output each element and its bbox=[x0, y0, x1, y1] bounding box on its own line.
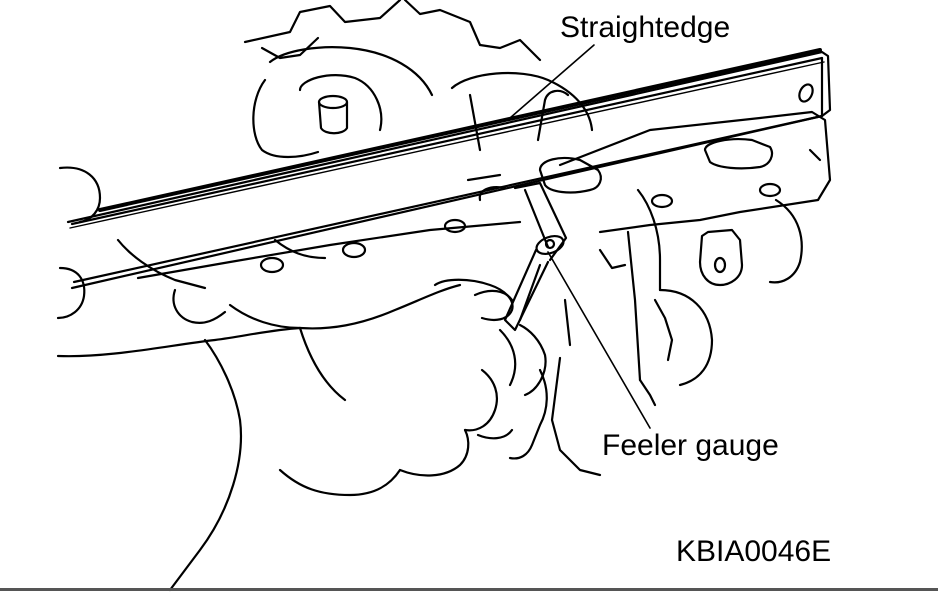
feeler-gauge-leader-line bbox=[547, 251, 651, 429]
feeler-gauge-label: Feeler gauge bbox=[602, 429, 779, 462]
figure-code: KBIA0046E bbox=[676, 535, 832, 568]
cylinder-head-casting bbox=[116, 0, 803, 477]
straightedge-bar bbox=[66, 48, 832, 290]
straightedge-leader-line bbox=[509, 44, 595, 119]
straightedge-label: Straightedge bbox=[560, 11, 731, 44]
flange-surface bbox=[136, 110, 832, 287]
hand bbox=[56, 166, 548, 592]
feeler-gauge-blade bbox=[503, 181, 568, 332]
bottom-divider bbox=[0, 588, 938, 591]
leader-lines bbox=[509, 44, 651, 429]
